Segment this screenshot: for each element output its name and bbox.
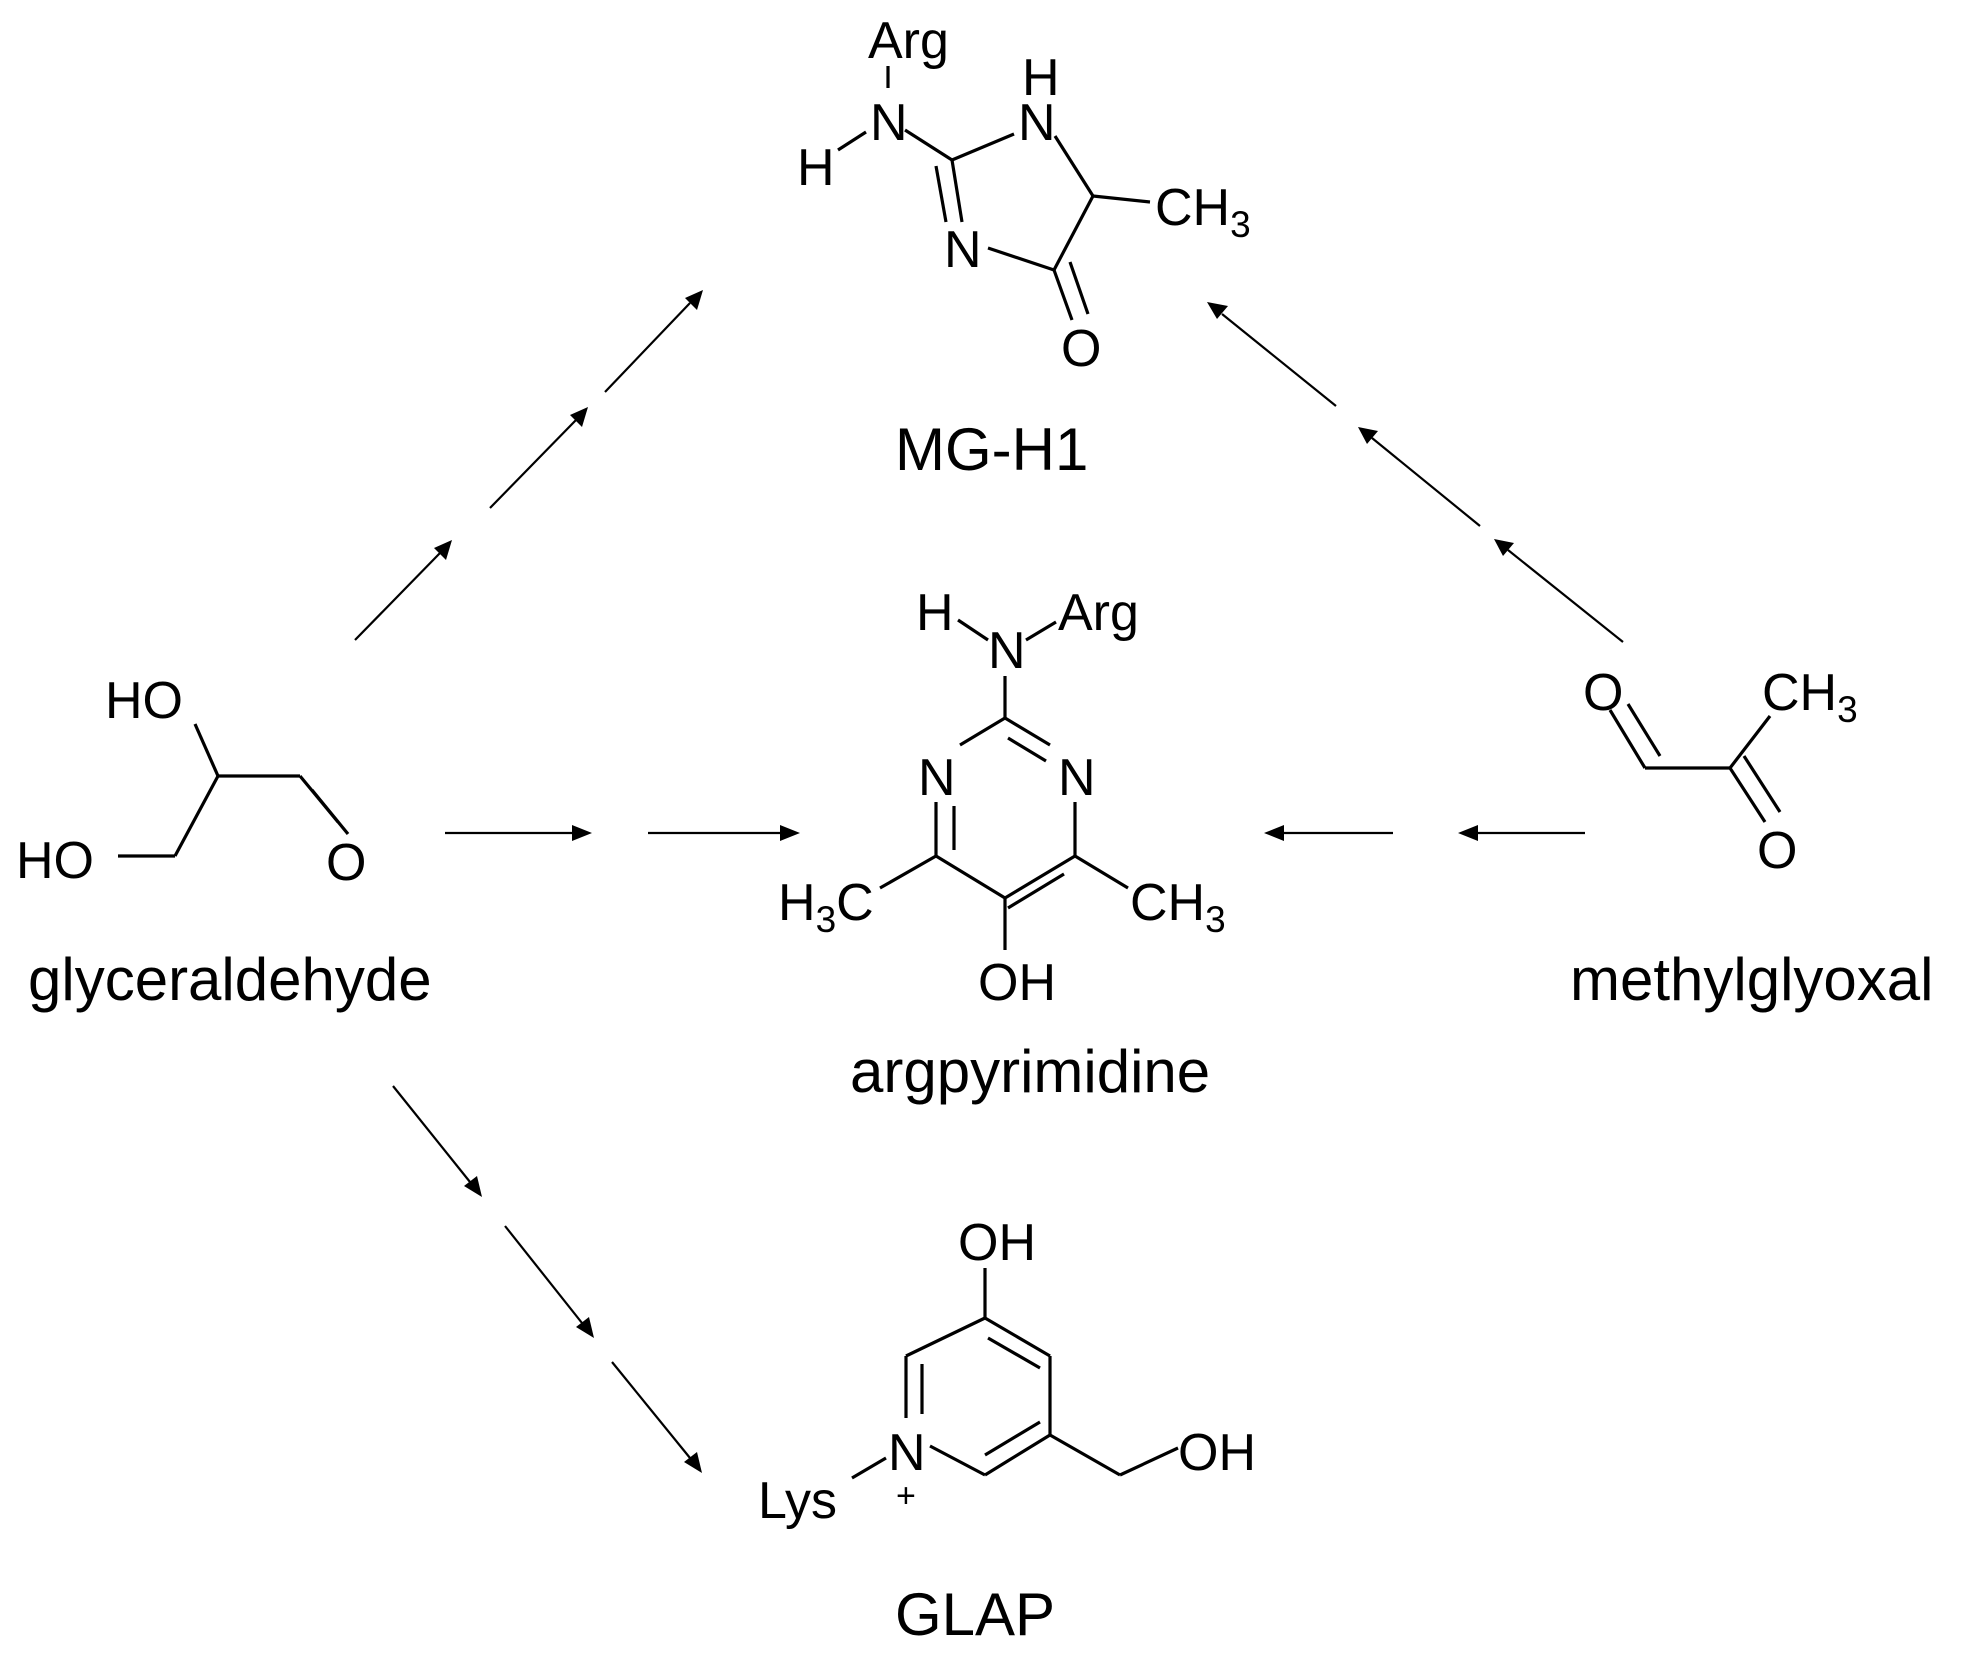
argpyr-nh-n-label: N	[988, 622, 1026, 680]
mgh1-bond-n1-c5	[1053, 135, 1095, 197]
arrow-methylglyoxal-to-argpyrimidine	[1264, 825, 1585, 841]
argpyrimidine-name: argpyrimidine	[850, 1038, 1210, 1105]
argpyrimidine-structure: H N Arg N N H3C CH3 OH	[778, 584, 1226, 1012]
mgh1-bond-h-n	[837, 130, 867, 152]
glap-bond-c5-c6	[984, 1433, 1051, 1477]
glap-bond-lys-n	[851, 1456, 887, 1480]
glap-bond-c5-c6-double	[984, 1420, 1041, 1457]
argpyr-bond-h-n	[957, 618, 989, 642]
mgo-bond-c2-o-double	[1742, 755, 1782, 813]
arrow-glyceraldehyde-to-mgh1	[354, 290, 703, 641]
argpyr-h-label: H	[916, 584, 954, 642]
argpyr-bond-c2-n1	[959, 716, 1006, 747]
glyc-bond-c2-c3	[173, 775, 220, 857]
mgh1-bond-c4-n3	[987, 246, 1055, 272]
mgh1-ch3-label: CH3	[1155, 179, 1251, 245]
glap-n-label: N	[888, 1424, 926, 1482]
mgh1-n1-h-label: H	[1022, 49, 1060, 107]
mgh1-n1-label: N	[1018, 94, 1056, 152]
glap-bond-c5-ch2	[1049, 1433, 1121, 1477]
glyc-bond-ho-c2	[193, 723, 220, 777]
glyceraldehyde-name: glyceraldehyde	[28, 946, 432, 1013]
mgh1-bond-c5-c4	[1052, 195, 1095, 271]
mgo-bond-o-c1	[1608, 709, 1647, 769]
glyc-ho-top-label: HO	[105, 672, 183, 730]
glap-bond-ch2-oh	[1119, 1446, 1179, 1477]
glap-structure: OH N + OH Lys	[758, 1214, 1256, 1530]
mgo-o-top-label: O	[1583, 664, 1623, 722]
glap-lys-label: Lys	[758, 1472, 837, 1530]
arrow-methylglyoxal-to-mgh1	[1207, 302, 1624, 643]
mgo-bond-o-c1-double	[1626, 703, 1662, 757]
argpyr-bond-c6-ch3	[879, 854, 937, 890]
argpyr-n3-label: N	[1058, 749, 1096, 807]
glap-n-charge: +	[896, 1477, 916, 1515]
arrow-glyceraldehyde-to-glap	[392, 1085, 702, 1473]
methylglyoxal-structure: O CH3 O	[1583, 664, 1858, 880]
argpyr-bond-c4-c5-double	[1007, 872, 1065, 910]
argpyr-oh-label: OH	[978, 954, 1056, 1012]
mgo-bond-c2-o	[1728, 767, 1767, 823]
mgh1-o-label: O	[1061, 320, 1101, 378]
mgh1-name: MG-H1	[895, 416, 1088, 483]
argpyr-n1-label: N	[918, 749, 956, 807]
argpyr-bond-c2-n3	[1004, 716, 1051, 747]
glyceraldehyde-structure: HO O HO	[16, 672, 366, 892]
glap-bond-c3-c4	[984, 1316, 1051, 1358]
mgh1-bond-c4-o	[1052, 269, 1074, 321]
glyc-o-label: O	[326, 834, 366, 892]
mgh1-arg-label: Arg	[868, 12, 949, 70]
argpyr-bond-c2-n3-double	[1007, 736, 1047, 763]
argpyr-bond-c4-c5	[1004, 854, 1076, 900]
argpyr-bond-c6-c5	[935, 854, 1006, 900]
argpyr-ch3-label: CH3	[1130, 874, 1226, 940]
arrow-glyceraldehyde-to-argpyrimidine	[445, 825, 800, 841]
argpyr-h3c-label: H3C	[778, 874, 874, 940]
mgo-bond-c2-ch3	[1728, 715, 1772, 769]
methylglyoxal-name: methylglyoxal	[1570, 946, 1934, 1013]
mgh1-bond-c2-n3-double	[934, 165, 948, 223]
argpyr-bond-n-arg	[1025, 620, 1057, 642]
glap-name: GLAP	[895, 1581, 1055, 1648]
mgh1-structure: Arg N H N H N CH3 O	[797, 12, 1251, 378]
mgh1-bond-c4-o-double	[1068, 261, 1090, 315]
mgh1-bond-c2-n3	[950, 159, 964, 223]
mgo-o-bottom-label: O	[1757, 822, 1797, 880]
mgh1-nh-h-label: H	[797, 139, 835, 197]
mgh1-n3-label: N	[944, 221, 982, 279]
mgh1-bond-c5-ch3	[1092, 194, 1151, 204]
mgh1-nh-n-label: N	[870, 94, 908, 152]
mgo-ch3-label: CH3	[1762, 664, 1858, 730]
glap-bond-c2-c3	[905, 1316, 986, 1358]
glap-bond-c6-n1	[929, 1444, 986, 1477]
argpyr-bond-c4-ch3	[1074, 854, 1129, 890]
glyc-ho-bottom-label: HO	[16, 832, 94, 890]
glap-oh-top-label: OH	[958, 1214, 1036, 1272]
argpyr-arg-label: Arg	[1058, 584, 1139, 642]
glap-bond-c3-c4-double	[987, 1336, 1041, 1370]
glyc-bond-c1-o-double	[310, 788, 350, 836]
mgh1-bond-c2-n1	[951, 132, 1015, 162]
glap-oh-right-label: OH	[1178, 1424, 1256, 1482]
mgh1-bond-n-c2	[904, 128, 953, 162]
